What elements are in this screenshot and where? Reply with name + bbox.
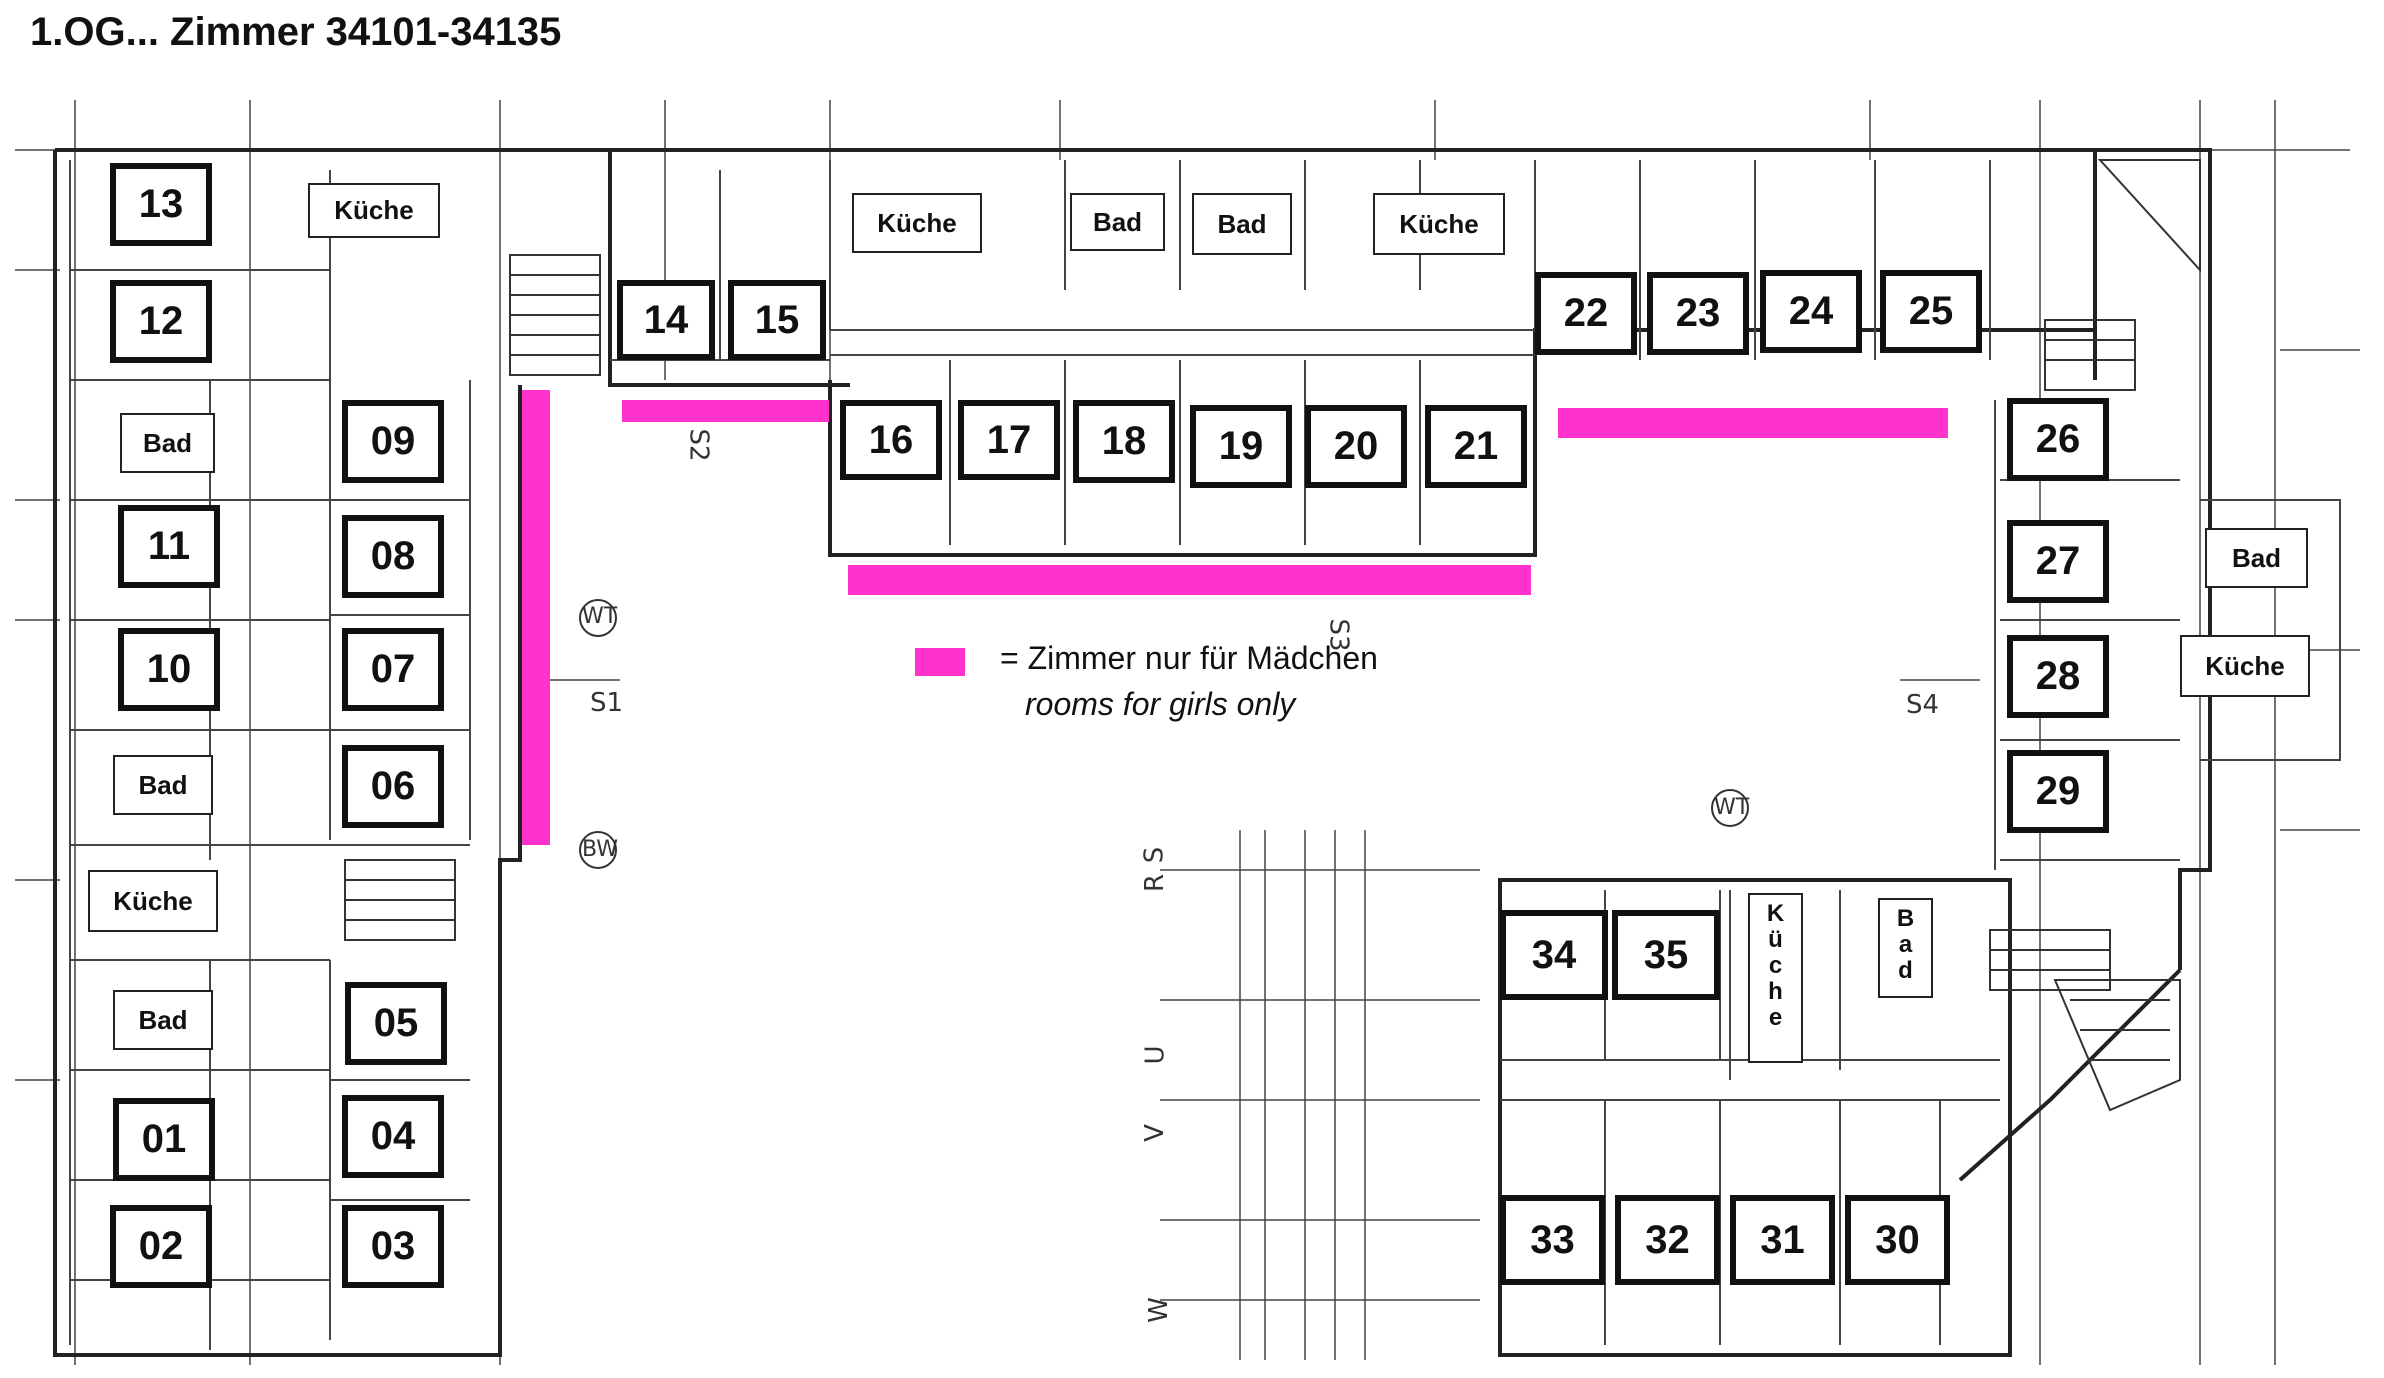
bath-letter: B: [1896, 905, 1915, 932]
bath-vertical-label: B a d: [1878, 898, 1933, 998]
room-16[interactable]: 16: [840, 400, 942, 480]
room-27[interactable]: 27: [2007, 520, 2109, 603]
axis-letter: W: [1143, 1297, 1174, 1323]
wt-mark: WT: [1714, 795, 1750, 820]
room-31[interactable]: 31: [1730, 1195, 1835, 1285]
bath-label: Bad: [113, 755, 213, 815]
room-01[interactable]: 01: [113, 1098, 215, 1181]
stairs: [344, 159, 2201, 1112]
room-11[interactable]: 11: [118, 505, 220, 588]
room-13[interactable]: 13: [110, 163, 212, 246]
girls-only-marker: [848, 565, 1531, 595]
room-03[interactable]: 03: [342, 1205, 444, 1288]
legend-text-de: = Zimmer nur für Mädchen: [1000, 640, 1378, 676]
room-08[interactable]: 08: [342, 515, 444, 598]
section-mark-s1: S1: [590, 688, 624, 718]
kitchen-vertical-label: K ü c h e: [1748, 893, 1803, 1063]
section-mark-s3: S3: [1323, 618, 1354, 652]
room-07[interactable]: 07: [342, 628, 444, 711]
room-15[interactable]: 15: [728, 280, 826, 360]
kitchen-label: Küche: [2180, 635, 2310, 697]
kitchen-letter: e: [1768, 1004, 1783, 1031]
room-35[interactable]: 35: [1612, 910, 1720, 1000]
axis-letter: S: [1139, 846, 1170, 864]
bath-label: Bad: [113, 990, 213, 1050]
bath-letter: a: [1898, 931, 1913, 958]
room-18[interactable]: 18: [1073, 400, 1175, 483]
kitchen-label: Küche: [88, 870, 218, 932]
axis-letter: R: [1140, 873, 1171, 893]
kitchen-letter: ü: [1768, 926, 1783, 953]
bath-label: Bad: [120, 413, 215, 473]
kitchen-letter: h: [1768, 978, 1783, 1005]
kitchen-letter: K: [1766, 900, 1785, 927]
room-25[interactable]: 25: [1880, 270, 1982, 353]
room-17[interactable]: 17: [958, 400, 1060, 480]
room-12[interactable]: 12: [110, 280, 212, 363]
room-04[interactable]: 04: [342, 1095, 444, 1178]
bw-mark: BW: [582, 837, 619, 862]
plan-circles: [579, 599, 1749, 869]
room-19[interactable]: 19: [1190, 405, 1292, 488]
girls-only-marker: [622, 400, 829, 422]
girls-only-marker: [1558, 408, 1948, 438]
room-02[interactable]: 02: [110, 1205, 212, 1288]
legend-text-en: rooms for girls only: [1025, 686, 1296, 722]
room-14[interactable]: 14: [617, 280, 715, 360]
legend-swatch: [915, 648, 965, 676]
room-33[interactable]: 33: [1500, 1195, 1605, 1285]
bath-label: Bad: [1070, 193, 1165, 251]
room-23[interactable]: 23: [1647, 272, 1749, 355]
kitchen-label: Küche: [308, 183, 440, 238]
kitchen-letter: c: [1768, 952, 1783, 979]
kitchen-label: Küche: [1373, 193, 1505, 255]
kitchen-label: Küche: [852, 193, 982, 253]
room-30[interactable]: 30: [1845, 1195, 1950, 1285]
girls-only-marker: [522, 390, 550, 845]
room-22[interactable]: 22: [1535, 272, 1637, 355]
room-05[interactable]: 05: [345, 982, 447, 1065]
room-10[interactable]: 10: [118, 628, 220, 711]
room-29[interactable]: 29: [2007, 750, 2109, 833]
section-mark-s4: S4: [1906, 690, 1940, 720]
page-title: 1.OG... Zimmer 34101-34135: [30, 10, 562, 54]
room-20[interactable]: 20: [1305, 405, 1407, 488]
bath-label: Bad: [1192, 193, 1292, 255]
room-34[interactable]: 34: [1500, 910, 1608, 1000]
room-24[interactable]: 24: [1760, 270, 1862, 353]
axis-letter: V: [1139, 1124, 1170, 1142]
room-26[interactable]: 26: [2007, 398, 2109, 481]
bath-letter: d: [1898, 957, 1913, 984]
wt-mark: WT: [582, 604, 618, 629]
axis-letter: U: [1140, 1045, 1171, 1065]
room-28[interactable]: 28: [2007, 635, 2109, 718]
room-32[interactable]: 32: [1615, 1195, 1720, 1285]
room-21[interactable]: 21: [1425, 405, 1527, 488]
bath-label: Bad: [2205, 528, 2308, 588]
room-09[interactable]: 09: [342, 400, 444, 483]
section-mark-s2: S2: [683, 428, 714, 462]
room-06[interactable]: 06: [342, 745, 444, 828]
